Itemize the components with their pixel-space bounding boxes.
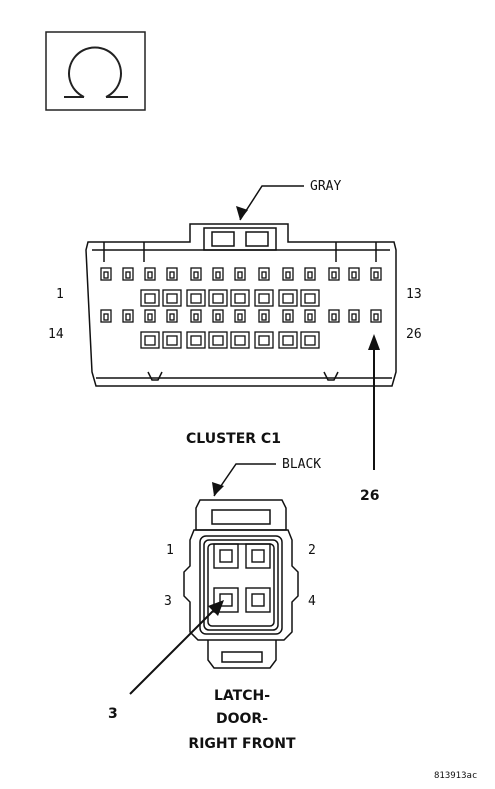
c1-pin-cavity [100,267,112,281]
c1-pin-cavity [254,309,274,349]
latch-pin-cavity [245,587,271,613]
c1-pin-cavity [140,309,160,349]
figure-id-label: 813913ac [434,771,477,781]
black-color-label: BLACK [282,457,321,472]
latch-title-line1: LATCH- [214,688,270,704]
latch-pin-cavities [213,543,271,613]
c1-pin-cavity [230,267,250,307]
latch-pin-cavity [213,543,239,569]
c1-pin-cavity [348,309,360,323]
c1-pin-cavity [300,309,320,349]
latch-pin-label-1: 1 [166,543,174,558]
pin-3-callout-label: 3 [108,706,118,722]
c1-pin-cavity [162,267,182,307]
c1-pin-label-26: 26 [406,327,422,342]
c1-pin-cavity [278,267,298,307]
gray-callout-arrow [236,185,304,221]
c1-pin-cavity [254,267,274,307]
c1-pin-cavity [162,309,182,349]
c1-pin-cavity [186,267,206,307]
c1-pin-cavity [328,267,340,281]
latch-title-line3: RIGHT FRONT [188,736,296,752]
c1-pin-cavity [348,267,360,281]
pin-26-callout-label: 26 [360,488,379,504]
c1-pin-cavity [100,309,112,323]
c1-pin-cavity [208,267,228,307]
latch-pin-cavity [213,587,239,613]
c1-pin-cavity [328,309,340,323]
cluster-c1-pin-cavities [100,267,382,349]
c1-pin-cavity [122,267,134,281]
c1-pin-cavity [370,309,382,323]
cluster-c1-title: CLUSTER C1 [186,431,281,447]
c1-pin-cavity [186,309,206,349]
latch-pin-cavity [245,543,271,569]
c1-pin-cavity [370,267,382,281]
latch-door-connector [183,499,299,669]
latch-pin-label-2: 2 [308,543,316,558]
latch-pin-label-3: 3 [164,594,172,609]
c1-pin-cavity [208,309,228,349]
latch-title-line2: DOOR- [216,711,268,727]
c1-pin-label-13: 13 [406,287,422,302]
latch-pin-label-4: 4 [308,594,316,609]
c1-pin-cavity [140,267,160,307]
cluster-c1-connector [85,223,397,387]
black-callout-arrow [212,463,276,497]
c1-pin-label-14: 14 [48,327,64,342]
c1-pin-cavity [122,309,134,323]
view-symbol-icon [45,31,146,111]
c1-pin-cavity [278,309,298,349]
c1-pin-cavity [230,309,250,349]
gray-color-label: GRAY [310,179,341,194]
c1-pin-label-1: 1 [56,287,64,302]
pin-26-callout-arrow [368,334,380,470]
c1-pin-cavity [300,267,320,307]
pin-3-callout-arrow [129,600,224,695]
